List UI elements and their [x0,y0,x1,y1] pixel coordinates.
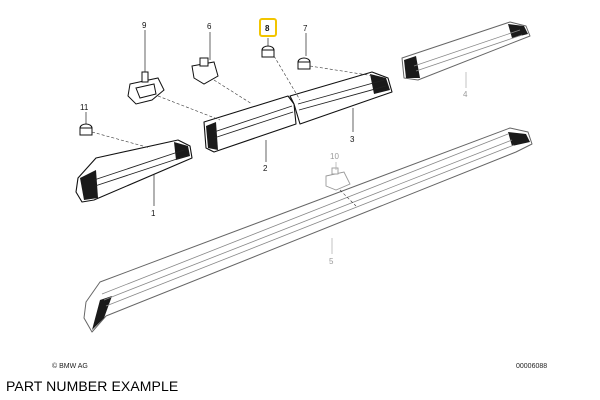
part-5-long-trim [83,127,533,333]
callout-6: 6 [207,22,212,31]
callout-4: 4 [463,90,468,99]
callout-5: 5 [329,257,334,266]
part-9-bracket-clip [127,71,165,105]
callout-8: 8 [265,24,270,33]
part-3-rear-door-trim [289,71,393,125]
part-6-clip [191,57,219,85]
part-11-grommet [79,123,93,136]
callout-7: 7 [303,24,308,33]
callout-9: 9 [142,21,147,30]
callout-1: 1 [151,209,156,218]
callout-2: 2 [263,164,268,173]
part-1-front-trim [75,139,193,203]
part-10-clip [325,167,351,191]
part-2-door-trim [203,95,297,153]
highlight-box [259,18,277,37]
mounting-lines [91,55,375,207]
callout-3: 3 [350,135,355,144]
leader-lines [85,30,467,254]
diagram-number: 00006088 [516,363,547,370]
part-7-grommet [297,57,311,70]
part-4-upper-rear-trim [401,21,531,81]
caption: PART NUMBER EXAMPLE [6,378,179,394]
callout-10: 10 [330,152,339,161]
callout-11: 11 [80,103,89,112]
copyright-text: © BMW AG [52,362,88,370]
part-8-grommet [261,45,275,58]
